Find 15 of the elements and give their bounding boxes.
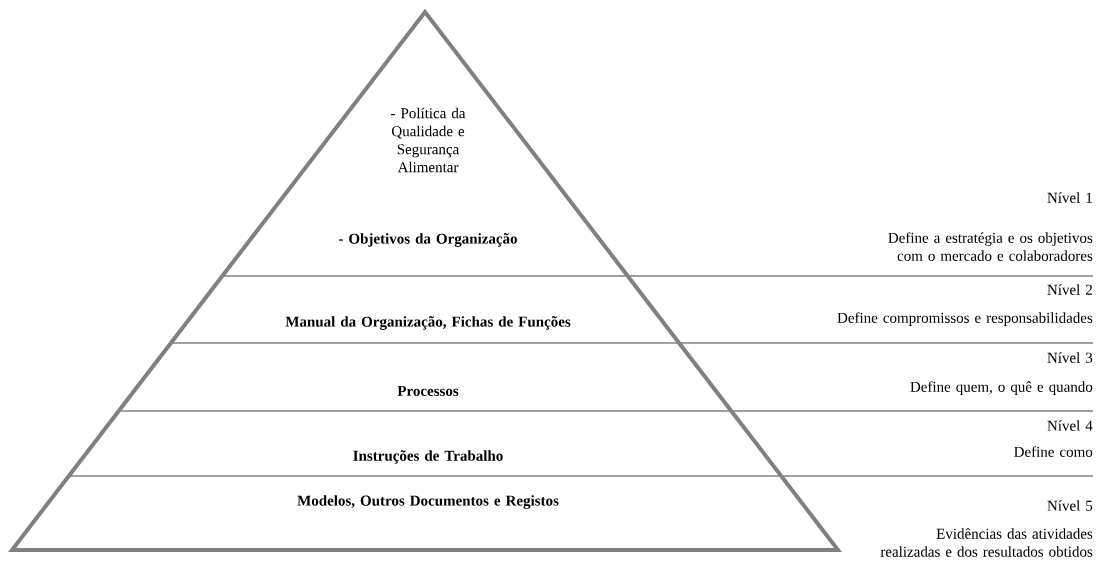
level-description: Evidências das atividades realizadas e dos resultados obtidos — [880, 528, 1093, 557]
level-description: Define quem, o quê e quando — [910, 381, 1093, 395]
level-label: Nível 5 — [1047, 500, 1093, 511]
pyramid-level: Modelos, Outros Documentos e Registos — [7, 474, 843, 552]
level-label: Nível 2 — [1047, 284, 1092, 295]
pyramid-level: Processos — [117, 341, 733, 413]
pyramid-level: Instruções de Trabalho — [67, 409, 783, 478]
level-description: Define a estratégia e os objetivos com o mercado e colaboradores — [888, 232, 1093, 261]
level-label: Nível 3 — [1047, 352, 1093, 363]
level-label: Nível 4 — [1047, 420, 1093, 431]
level-label: Nível 1 — [1047, 192, 1092, 203]
level-description: Define como — [1014, 446, 1093, 457]
pyramid-level: Manual da Organização, Fichas de Funções — [169, 274, 681, 345]
pyramid-level: - Política da Qualidade e Segurança Alimentar - Objetivos da Organização — [220, 8, 630, 278]
level-description: Define compromissos e responsabilidades — [837, 312, 1093, 326]
